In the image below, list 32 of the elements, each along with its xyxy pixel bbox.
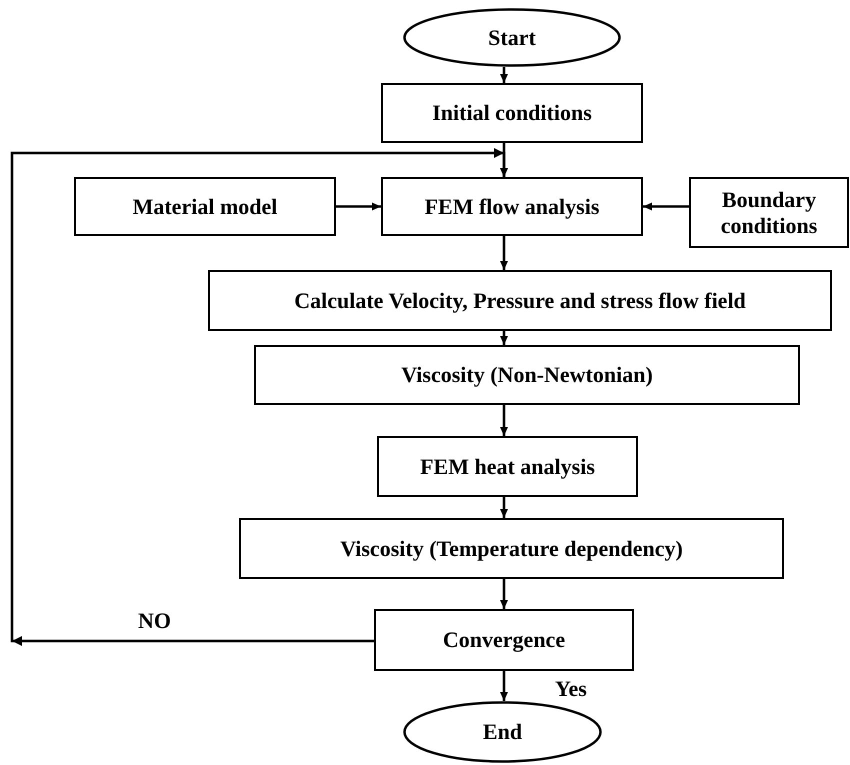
node-label: Convergence [442, 627, 566, 653]
node-label: Material model [132, 194, 278, 220]
process-box [377, 436, 638, 497]
process-box [254, 345, 800, 405]
arrow [500, 579, 508, 609]
node-label: FEM flow analysis [424, 194, 600, 220]
feedback-arrow [10, 148, 508, 646]
end-terminal [403, 701, 602, 763]
input-box [74, 177, 336, 236]
process-box [381, 83, 643, 143]
decision-box [374, 609, 634, 671]
process-box [208, 270, 832, 331]
node-label: Boundary conditions [720, 187, 818, 238]
arrow [500, 67, 508, 83]
arrow [500, 671, 508, 701]
arrow [336, 202, 381, 210]
arrow [500, 405, 508, 436]
node-label: Viscosity (Non-Newtonian) [401, 362, 653, 388]
arrow [500, 497, 508, 518]
start-terminal [403, 8, 621, 67]
node-label: Viscosity (Temperature dependency) [340, 536, 683, 562]
arrow [643, 202, 689, 210]
process-box [239, 518, 784, 579]
node-label: FEM heat analysis [420, 454, 595, 480]
process-box [381, 177, 643, 236]
arrow [500, 236, 508, 270]
node-label: Start [488, 24, 536, 50]
node-label: End [482, 719, 522, 745]
arrow [500, 331, 508, 345]
node-label: Calculate Velocity, Pressure and stress flow field [294, 288, 746, 314]
input-box [689, 177, 849, 248]
node-label: Initial conditions [432, 100, 592, 126]
